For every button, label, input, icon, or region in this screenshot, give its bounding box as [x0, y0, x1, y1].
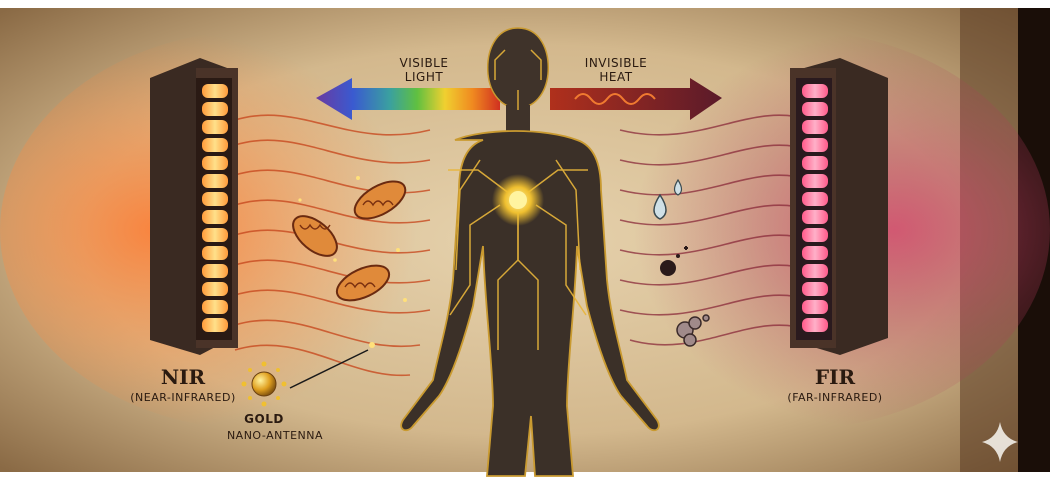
- nir-lamp-panel: [150, 58, 238, 355]
- invisible-heat-label-line2: HEAT: [568, 71, 664, 83]
- nir-subtitle: (NEAR-INFRARED): [108, 392, 258, 403]
- fir-subtitle: (FAR-INFRARED): [765, 392, 905, 403]
- visible-light-label-line2: LIGHT: [382, 71, 466, 83]
- gold-label: GOLD: [234, 413, 294, 425]
- nir-title: NIR: [128, 367, 238, 387]
- fir-lamp-panel: [790, 58, 888, 355]
- nano-antenna-label: NANO-ANTENNA: [210, 430, 340, 441]
- invisible-heat-label-line1: INVISIBLE: [568, 57, 664, 69]
- fir-title: FIR: [785, 367, 885, 387]
- visible-light-label-line1: VISIBLE: [382, 57, 466, 69]
